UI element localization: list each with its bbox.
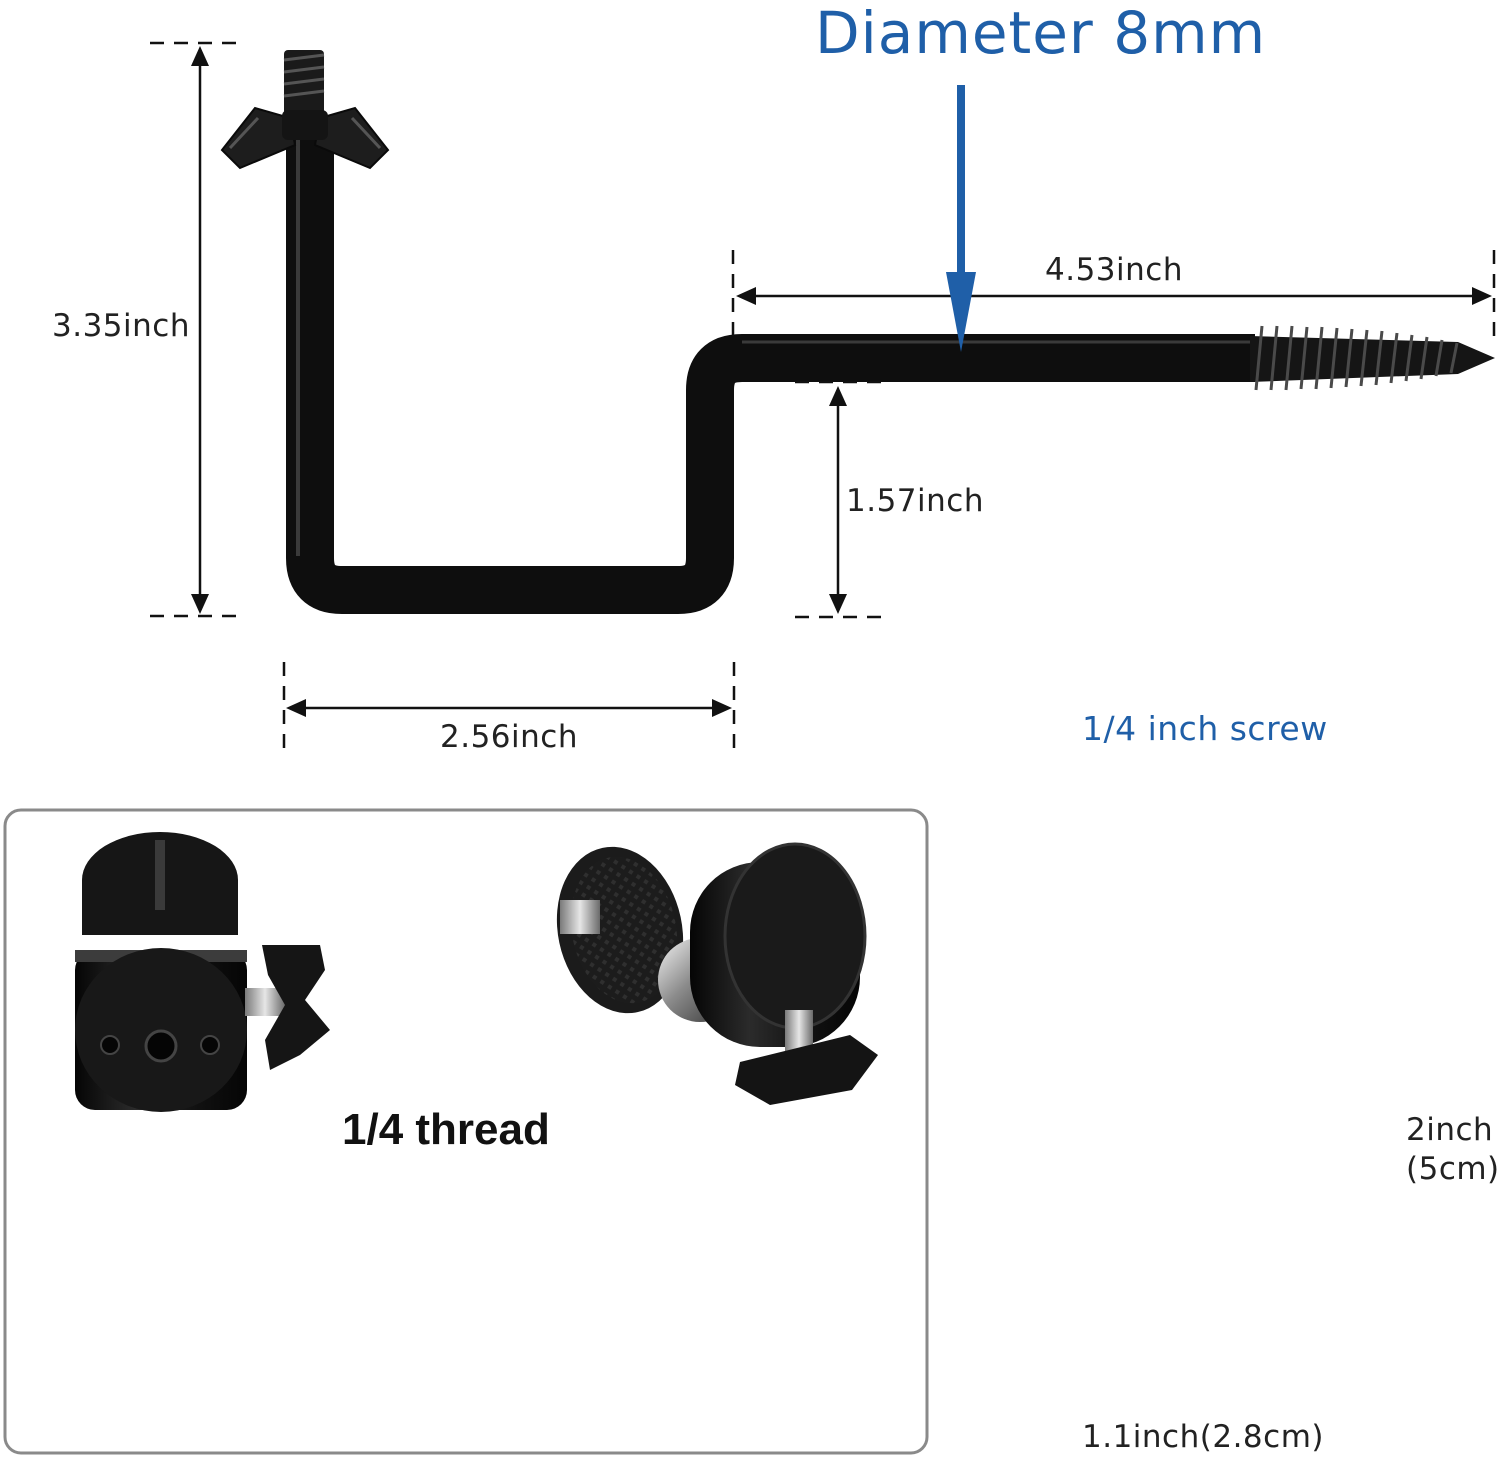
dimension-height-total bbox=[150, 41, 240, 618]
wing-nut bbox=[220, 106, 390, 170]
base-width-label: 2.56inch bbox=[440, 719, 578, 755]
diameter-arrow bbox=[946, 85, 976, 352]
dimension-arm-length bbox=[731, 250, 1496, 345]
arm-length-label: 4.53inch bbox=[1045, 252, 1183, 288]
dimension-base-width bbox=[282, 662, 736, 752]
ballhead-height-metric-label: (5cm) bbox=[1406, 1151, 1500, 1187]
thread-label: 1/4 thread bbox=[342, 1105, 550, 1154]
height-total-label: 3.35inch bbox=[52, 308, 190, 344]
ballhead-height-label: 2inch bbox=[1406, 1112, 1494, 1148]
offset-height-label: 1.57inch bbox=[846, 483, 984, 519]
screw-callout: 1/4 inch screw bbox=[1082, 709, 1328, 748]
diameter-callout: Diameter 8mm bbox=[815, 0, 1267, 67]
gallery-frame bbox=[3, 808, 929, 1455]
hook-rod bbox=[286, 130, 1255, 614]
ball-head-side-view bbox=[75, 832, 330, 1112]
ballhead-width-label: 1.1inch(2.8cm) bbox=[1082, 1419, 1324, 1455]
lag-screw-tip bbox=[1250, 325, 1495, 391]
dimension-offset-height bbox=[795, 380, 885, 619]
ball-head-tilted-view bbox=[556, 842, 878, 1105]
